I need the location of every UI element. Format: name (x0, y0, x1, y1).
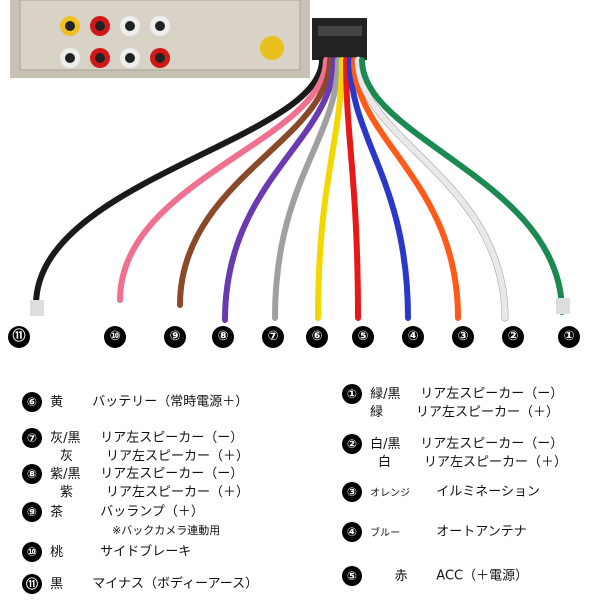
legend-num: ⑥ (22, 392, 42, 412)
legend-num: ⑤ (342, 566, 362, 586)
wire-label-2: ② (502, 326, 524, 348)
wire-label-6: ⑥ (306, 326, 328, 348)
wire-yellow (315, 57, 345, 321)
legend-num: ⑪ (22, 574, 42, 594)
wire-orange (351, 57, 461, 321)
wire-label-3: ③ (452, 326, 474, 348)
legend-num: ③ (342, 482, 362, 502)
wire-red (343, 57, 361, 321)
wiring-harness-photo (10, 0, 570, 323)
legend-num: ④ (342, 522, 362, 542)
wire-black (33, 57, 325, 308)
wire-gray (272, 57, 341, 321)
legend-num: ⑦ (22, 428, 42, 448)
wire-label-4: ④ (402, 326, 424, 348)
legend-item-1: ① 緑/黒 リア左スピーカー（ー） 緑リア左スピーカー（＋） (342, 384, 563, 421)
wire-brown (177, 57, 333, 308)
rca-jacks (60, 16, 170, 68)
wires (33, 56, 565, 323)
legend-num: ② (342, 434, 362, 454)
wire-label-8: ⑧ (212, 326, 234, 348)
wire-label-7: ⑦ (262, 326, 284, 348)
legend-note: ※バックカメラ連動用 (112, 524, 221, 537)
wire-label-10: ⑩ (104, 326, 126, 348)
wire-label-5: ⑤ (352, 326, 374, 348)
wire-purple (222, 57, 337, 323)
legend-item-10: ⑩ 桃 サイドブレーキ (22, 542, 191, 562)
wire-white (355, 57, 508, 321)
sticker (260, 36, 284, 60)
legend-num: ① (342, 384, 362, 404)
wire-label-9: ⑨ (164, 326, 186, 348)
legend-item-11: ⑪ 黒 マイナス（ボディーアース） (22, 574, 258, 594)
legend-item-3: ③ オレンジ イルミネーション (342, 482, 540, 502)
wire-label-1: ① (558, 326, 580, 348)
legend-item-7: ⑦ 灰/黒 リア左スピーカー（ー） 灰リア左スピーカー（＋） (22, 428, 249, 465)
legend-num: ⑨ (22, 502, 42, 522)
legend-item-8: ⑧ 紫/黒 リア左スピーカー（ー） 紫リア左スピーカー（＋） (22, 464, 249, 501)
connector-tip-right (556, 298, 570, 314)
harness-connector (312, 18, 367, 60)
legend-item-9: ⑨ 茶 バッランプ（＋） ※バックカメラ連動用 (22, 502, 220, 539)
wire-green (359, 57, 565, 315)
wire-label-11: ⑪ (8, 326, 30, 348)
legend-item-5: ⑤ 赤 ACC（＋電源） (342, 566, 528, 586)
legend-item-4: ④ ブルー オートアンテナ (342, 522, 527, 542)
wire-blue (347, 57, 411, 321)
legend-item-2: ② 白/黒 リア左スピーカー（ー） 白リア左スピーカー（＋） (342, 434, 567, 471)
connector-tip-left (30, 300, 44, 316)
legend-num: ⑩ (22, 542, 42, 562)
wire-pink (117, 57, 329, 303)
legend-num: ⑧ (22, 464, 42, 484)
legend-item-6: ⑥ 黄 バッテリー（常時電源＋） (22, 392, 248, 412)
